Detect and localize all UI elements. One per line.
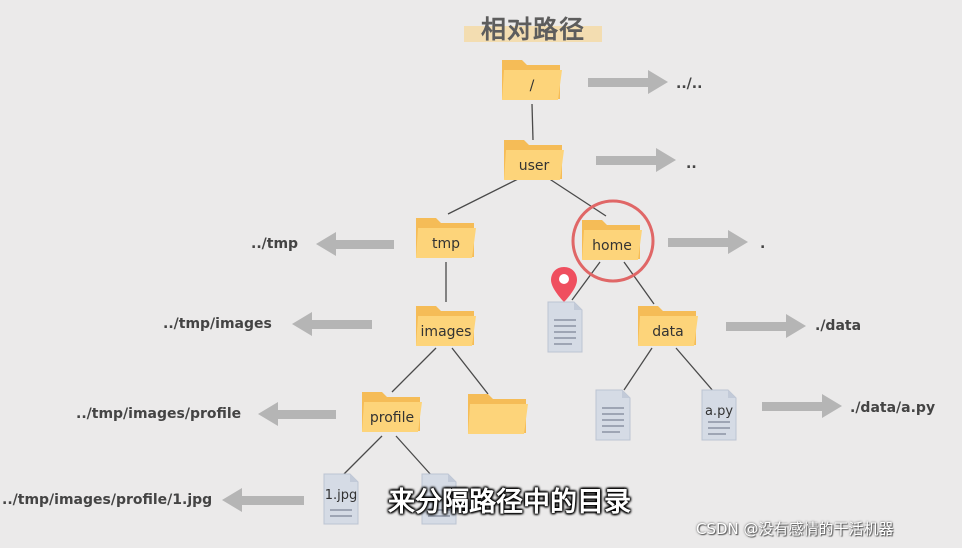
path-label-jpg: ../tmp/images/profile/1.jpg (2, 492, 213, 508)
edge-images-folder (451, 347, 489, 395)
folder-icon (468, 394, 528, 434)
folder-user[interactable]: user (502, 136, 566, 186)
edge-root-user (531, 103, 534, 141)
file-home-document[interactable] (546, 300, 584, 354)
folder-profile[interactable]: profile (360, 388, 424, 438)
arrow-left-tmp (316, 232, 394, 256)
watermark: CSDN @没有感情的干活机器 (696, 520, 894, 538)
edge-home-doc (571, 261, 601, 301)
folder-unnamed[interactable] (466, 390, 530, 440)
folder-icon (638, 306, 698, 346)
arrow-left-profile (258, 402, 336, 426)
arrow-left-images (292, 312, 372, 336)
document-icon (421, 473, 457, 525)
folder-root[interactable]: / (500, 56, 564, 106)
path-label-root: ../.. (676, 76, 703, 92)
folder-label: user (518, 158, 550, 174)
video-subtitle: 来分隔路径中的目录 (388, 487, 631, 518)
title-highlight-band (464, 26, 602, 42)
document-icon (595, 389, 631, 441)
edge-home-data (623, 261, 655, 305)
arrow-right-home (668, 230, 748, 254)
file-1-jpg[interactable]: 1.jpg (322, 472, 360, 526)
folder-label: home (592, 238, 632, 254)
folder-icon (416, 306, 476, 346)
location-pin-icon (551, 267, 577, 302)
diagram-title: 相对路径 (464, 8, 602, 44)
path-label-images: ../tmp/images (163, 316, 272, 332)
folder-label: data (652, 324, 684, 340)
document-icon (701, 389, 737, 441)
arrow-left-jpg (222, 488, 304, 512)
edge-profile-jpg2 (395, 435, 433, 477)
folder-icon (416, 218, 476, 258)
edge-profile-jpg1 (341, 435, 383, 477)
folder-label: / (529, 78, 535, 94)
folder-label: images (420, 324, 472, 340)
file-a-py[interactable]: a.py (700, 388, 738, 442)
path-label-profile: ../tmp/images/profile (76, 406, 242, 422)
edge-user-tmp (447, 177, 521, 215)
document-icon (547, 301, 583, 353)
edge-data-doc (623, 347, 653, 391)
folder-label: tmp (431, 236, 460, 252)
edge-images-profile (391, 347, 437, 393)
folder-images[interactable]: images (414, 302, 478, 352)
folder-icon (502, 60, 562, 100)
folder-label: profile (369, 410, 415, 426)
edge-user-home (547, 177, 607, 217)
arrow-right-user (596, 148, 676, 172)
file-data-document[interactable] (594, 388, 632, 442)
folder-home[interactable]: home (580, 216, 644, 266)
folder-data[interactable]: data (636, 302, 700, 352)
path-label-home: . (760, 236, 766, 252)
folder-icon (362, 392, 422, 432)
document-icon (323, 473, 359, 525)
current-directory-ring (571, 199, 655, 283)
file-label: 1.jpg (324, 488, 358, 503)
arrow-right-root (588, 70, 668, 94)
arrow-right-apy (762, 394, 842, 418)
folder-icon (582, 220, 642, 260)
path-label-a-py: ./data/a.py (850, 400, 936, 416)
path-label-tmp: ../tmp (251, 236, 299, 252)
folder-tmp[interactable]: tmp (414, 214, 478, 264)
file-label: a.py (704, 404, 734, 419)
file-second-image[interactable] (420, 472, 458, 526)
path-label-data: ./data (815, 318, 862, 334)
edge-data-apy (675, 347, 715, 393)
path-label-user: .. (686, 156, 697, 172)
folder-icon (504, 140, 564, 180)
title-text: 相对路径 (480, 15, 585, 44)
arrow-right-data (726, 314, 806, 338)
